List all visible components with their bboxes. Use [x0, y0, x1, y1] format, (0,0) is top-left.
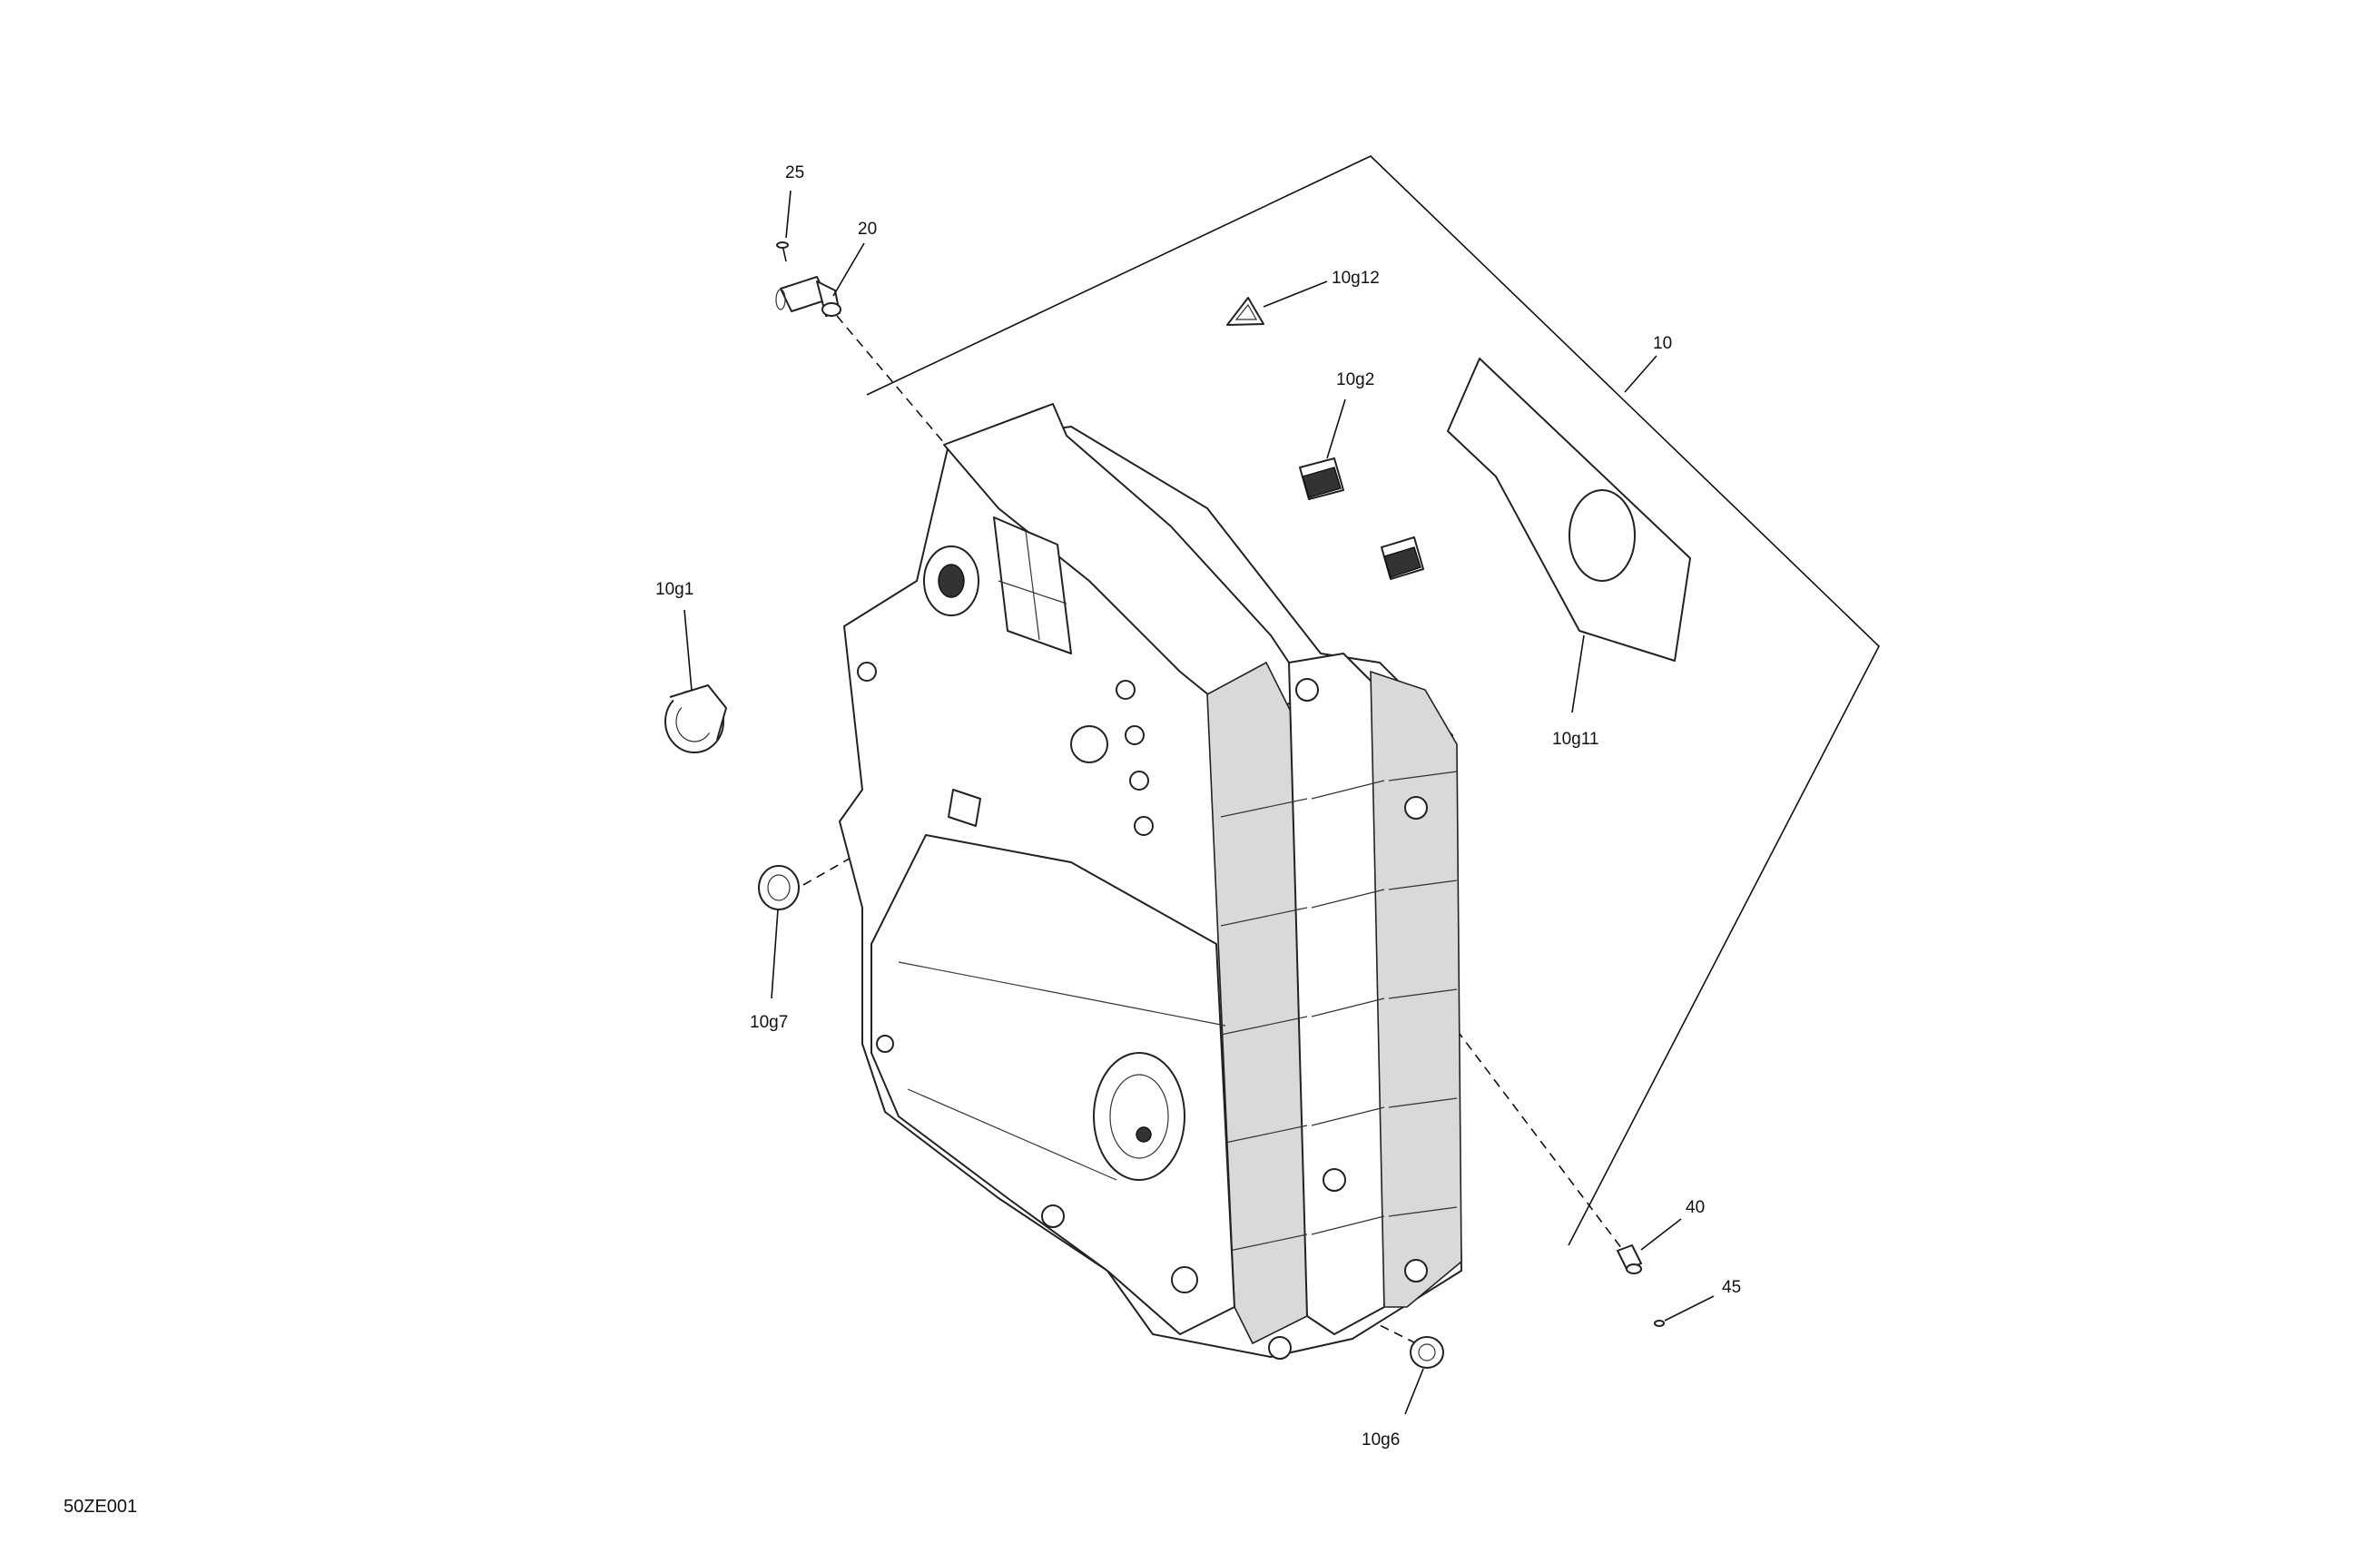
part-40-fitting [1617, 1244, 1642, 1274]
leader-10g6 [1404, 1368, 1424, 1415]
callout-10g2: 10g2 [1336, 370, 1374, 389]
part-10g7-grommet [758, 865, 800, 910]
leader-45 [1664, 1295, 1715, 1322]
callout-20: 20 [858, 220, 877, 239]
callout-10g11: 10g11 [1552, 730, 1598, 749]
callout-25: 25 [785, 163, 804, 182]
part-10g6-plug [1410, 1336, 1444, 1369]
leader-40 [1640, 1218, 1682, 1251]
leader-10g11 [1571, 634, 1585, 713]
leader-10g2 [1326, 398, 1346, 459]
callout-10g1: 10g1 [655, 580, 693, 599]
part-10g11-gasket-sheet [1447, 358, 1691, 662]
callout-45: 45 [1722, 1278, 1741, 1297]
part-45-screw [1654, 1320, 1665, 1327]
leader-20 [832, 242, 865, 297]
leader-10 [1624, 355, 1657, 393]
leader-10g12 [1263, 280, 1328, 308]
part-25-screw [776, 241, 789, 262]
leader-10g1 [684, 609, 693, 692]
part-10g2-plug-lower [1381, 536, 1424, 580]
callout-10g12: 10g12 [1332, 269, 1380, 288]
guide-line-40 [1456, 1029, 1626, 1253]
part-10g2-plug-upper [1299, 457, 1344, 500]
part-20-elbow-fitting [775, 276, 841, 317]
guide-line-20 [836, 315, 945, 444]
leader-10g7 [771, 909, 779, 999]
controller-housing [839, 403, 1462, 1360]
assembly-frame-line [866, 155, 1880, 1246]
callout-10g6: 10g6 [1362, 1430, 1400, 1450]
callout-10g7: 10g7 [750, 1013, 788, 1032]
leader-25 [785, 190, 792, 239]
part-10g12-warning-label [1226, 297, 1264, 326]
callout-10: 10 [1653, 334, 1672, 353]
diagram-reference-code: 50ZE001 [64, 1497, 137, 1517]
part-10g1-cap [664, 684, 727, 753]
callout-40: 40 [1686, 1198, 1705, 1217]
